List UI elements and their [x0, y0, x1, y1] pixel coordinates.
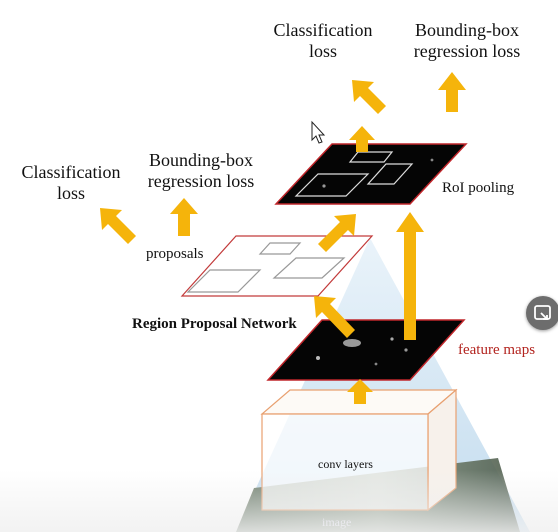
- top-classification-loss-label: Classification loss: [273, 20, 373, 61]
- mouse-cursor-icon: [311, 120, 326, 144]
- roi-pooling-plane: [274, 143, 468, 205]
- arrow-to-top-bbox-loss: [438, 72, 466, 112]
- rpn-label: Region Proposal Network: [132, 316, 297, 332]
- arrow-proposals-to-roi: [318, 214, 356, 252]
- proposals-label: proposals: [146, 246, 204, 262]
- feature-maps-label: feature maps: [458, 342, 536, 358]
- arrow-conv-to-features: [347, 379, 373, 404]
- roi-pooling-label: RoI pooling: [442, 180, 515, 196]
- left-classification-loss-label: Classification loss: [21, 162, 121, 203]
- bottom-fade-overlay: [0, 470, 558, 532]
- arrow-proposals-to-cls-loss: [100, 208, 136, 244]
- left-bbox-regression-loss-label: Bounding-box regression loss: [147, 150, 255, 191]
- flow-arrows: [100, 72, 466, 404]
- picture-in-picture-button[interactable]: [526, 296, 558, 330]
- picture-in-picture-icon: [534, 305, 551, 320]
- arrow-features-to-roi: [396, 212, 424, 340]
- arrow-proposals-to-bbox-loss: [170, 198, 198, 236]
- conv-layers-label: conv layers: [318, 457, 373, 471]
- proposals-plane: [180, 235, 374, 297]
- top-bbox-regression-loss-label: Bounding-box regression loss: [413, 20, 521, 61]
- arrow-features-to-proposals: [314, 296, 355, 338]
- arrow-roi-up: [349, 126, 375, 152]
- arrow-to-top-cls-loss: [352, 80, 386, 114]
